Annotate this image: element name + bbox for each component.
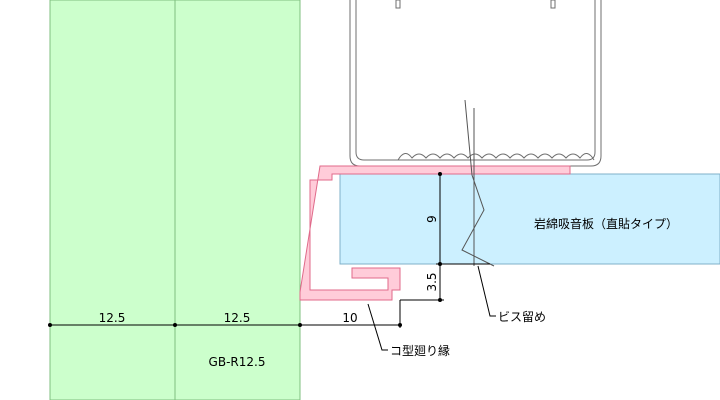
gypsum-board-layers <box>49 0 301 400</box>
c-shape-trim <box>299 165 571 301</box>
tick-dot <box>48 323 52 327</box>
dim-board-2: 12.5 <box>224 311 251 325</box>
dim-panel-thickness: 9 <box>425 215 439 223</box>
tick-dot <box>173 323 177 327</box>
steel-channel-slot-right <box>550 0 556 9</box>
screw-fastener <box>461 99 495 267</box>
rock-wool-panel <box>339 173 720 265</box>
screw-label: ビス留め <box>498 310 546 324</box>
steel-channel-outer <box>349 0 602 167</box>
steel-channel <box>349 0 602 167</box>
screw-leader <box>477 265 496 317</box>
steel-channel-inner <box>355 0 596 161</box>
tick-dot <box>438 262 442 266</box>
trim-label: コ型廻り縁 <box>390 343 450 358</box>
dim-trim-gap: 3.5 <box>425 272 439 291</box>
steel-channel-wave <box>397 153 595 161</box>
dim-trim-width: 10 <box>342 311 357 325</box>
tick-dot <box>298 323 302 327</box>
trim-leader <box>367 303 388 351</box>
leader-lines <box>367 265 496 351</box>
gypsum-board-label: GB-R12.5 <box>209 355 266 369</box>
dim-board-1: 12.5 <box>99 311 126 325</box>
screw-zigzag <box>461 99 495 267</box>
gypsum-board-inner <box>174 0 301 400</box>
tick-dot <box>438 298 442 302</box>
gypsum-board-outer <box>49 0 176 400</box>
dimension-lines <box>50 174 490 328</box>
tick-dot <box>398 323 402 327</box>
steel-channel-slot-left <box>395 0 401 9</box>
tick-dot <box>438 172 442 176</box>
panel-label: 岩綿吸音板（直貼タイプ） <box>534 216 678 231</box>
dimension-ticks <box>48 172 442 327</box>
